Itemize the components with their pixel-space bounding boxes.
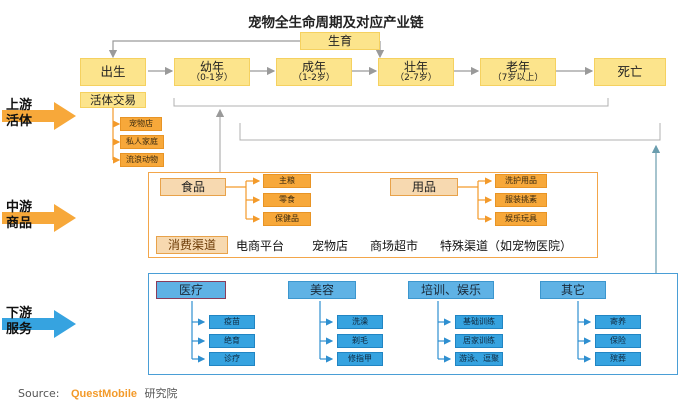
page-title: 宠物全生命周期及对应产业链 (248, 15, 424, 31)
supplies-item-grooming: 洗护用品 (495, 174, 547, 188)
downstream-arrow (2, 310, 76, 338)
service-other: 其它 (540, 281, 606, 299)
birth-node: 生育 (300, 32, 380, 50)
channel-mall: 商场超市 (370, 239, 419, 253)
food-item-supplement: 保健品 (263, 212, 311, 226)
downstream-label: 下游服务 (6, 306, 33, 337)
stage-senior: 老年 （7岁以上） (480, 58, 556, 86)
supplies-node: 用品 (390, 178, 458, 196)
food-node: 食品 (160, 178, 226, 196)
source-prefix: Source: (18, 387, 60, 400)
midstream-panel (148, 172, 598, 258)
source-note: Source: QuestMobile 研究院 (18, 385, 178, 401)
channel-special: 特殊渠道（如宠物医院） (440, 239, 573, 253)
upstream-label: 上游活体 (6, 98, 33, 129)
food-item-snack: 零食 (263, 193, 311, 207)
stage-death: 死亡 (594, 58, 666, 86)
other-item-funeral: 殡葬 (595, 352, 641, 366)
supplies-item-clothing: 服装挑素 (495, 193, 547, 207)
other-item-insurance: 保险 (595, 334, 641, 348)
training-item-home: 居家训练 (455, 334, 503, 348)
medical-item-neuter: 绝育 (209, 334, 255, 348)
channel-pet-store: 宠物店 (312, 239, 349, 253)
training-item-basic: 基础训练 (455, 315, 503, 329)
source-suffix: 研究院 (144, 387, 178, 400)
stage-adult: 成年 （1-2岁） (276, 58, 352, 86)
medical-item-clinic: 诊疗 (209, 352, 255, 366)
service-beauty: 美容 (288, 281, 356, 299)
upstream-item-pet-shop: 宠物店 (120, 117, 162, 131)
channel-ecommerce: 电商平台 (236, 239, 285, 253)
stage-prime: 壮年 （2-7岁） (378, 58, 454, 86)
supplies-item-toys: 娱乐玩具 (495, 212, 547, 226)
food-item-staple: 主粮 (263, 174, 311, 188)
midstream-label: 中游商品 (6, 200, 33, 231)
training-item-swim: 游泳、逗聚 (455, 352, 503, 366)
stage-birth: 出生 (80, 58, 146, 86)
service-medical: 医疗 (156, 281, 226, 299)
beauty-item-bath: 洗澡 (337, 315, 383, 329)
medical-item-vaccine: 疫苗 (209, 315, 255, 329)
live-trade-node: 活体交易 (80, 92, 146, 108)
service-training: 培训、娱乐 (408, 281, 494, 299)
channel-consumer: 消费渠道 (156, 236, 228, 254)
upstream-item-stray: 流浪动物 (120, 153, 164, 167)
stage-young: 幼年 （0-1岁） (174, 58, 250, 86)
source-brand: QuestMobile (71, 388, 138, 400)
downstream-panel (148, 273, 678, 375)
upstream-arrow (2, 102, 76, 130)
other-item-boarding: 寄养 (595, 315, 641, 329)
midstream-arrow (2, 204, 76, 232)
upstream-item-private-home: 私人家庭 (120, 135, 164, 149)
beauty-item-nails: 修指甲 (337, 352, 383, 366)
beauty-item-shave: 剃毛 (337, 334, 383, 348)
